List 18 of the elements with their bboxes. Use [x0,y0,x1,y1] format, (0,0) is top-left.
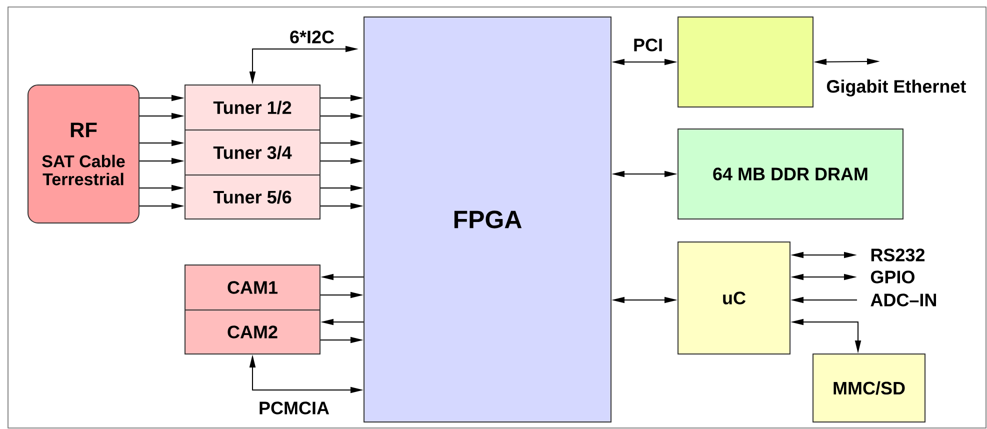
source-box: RF SAT Cable Terrestrial [28,84,140,224]
fpga-block: FPGA [364,16,612,422]
block-box: Tuner 3/4 [184,130,320,176]
edge-label: PCMCIA [260,402,330,414]
block-box: CAM2 [184,310,320,354]
block-box: CAM1 [184,264,320,310]
signal-label: GPIO [870,270,914,284]
edge-label: PCI [634,38,662,52]
block-box: uC [678,242,790,354]
signal-label: Gigabit Ethernet [826,80,966,96]
edge-label: 6*I2C [290,30,334,44]
block-box: Tuner 5/6 [184,174,320,220]
signal-label: ADC–IN [870,294,936,306]
signal-label: RS232 [871,248,924,262]
block-box: MMC/SD [812,354,926,422]
block-box: Tuner 1/2 [184,84,320,130]
block-box: 64 MB DDR DRAM [678,128,904,220]
chip-box [678,16,814,108]
